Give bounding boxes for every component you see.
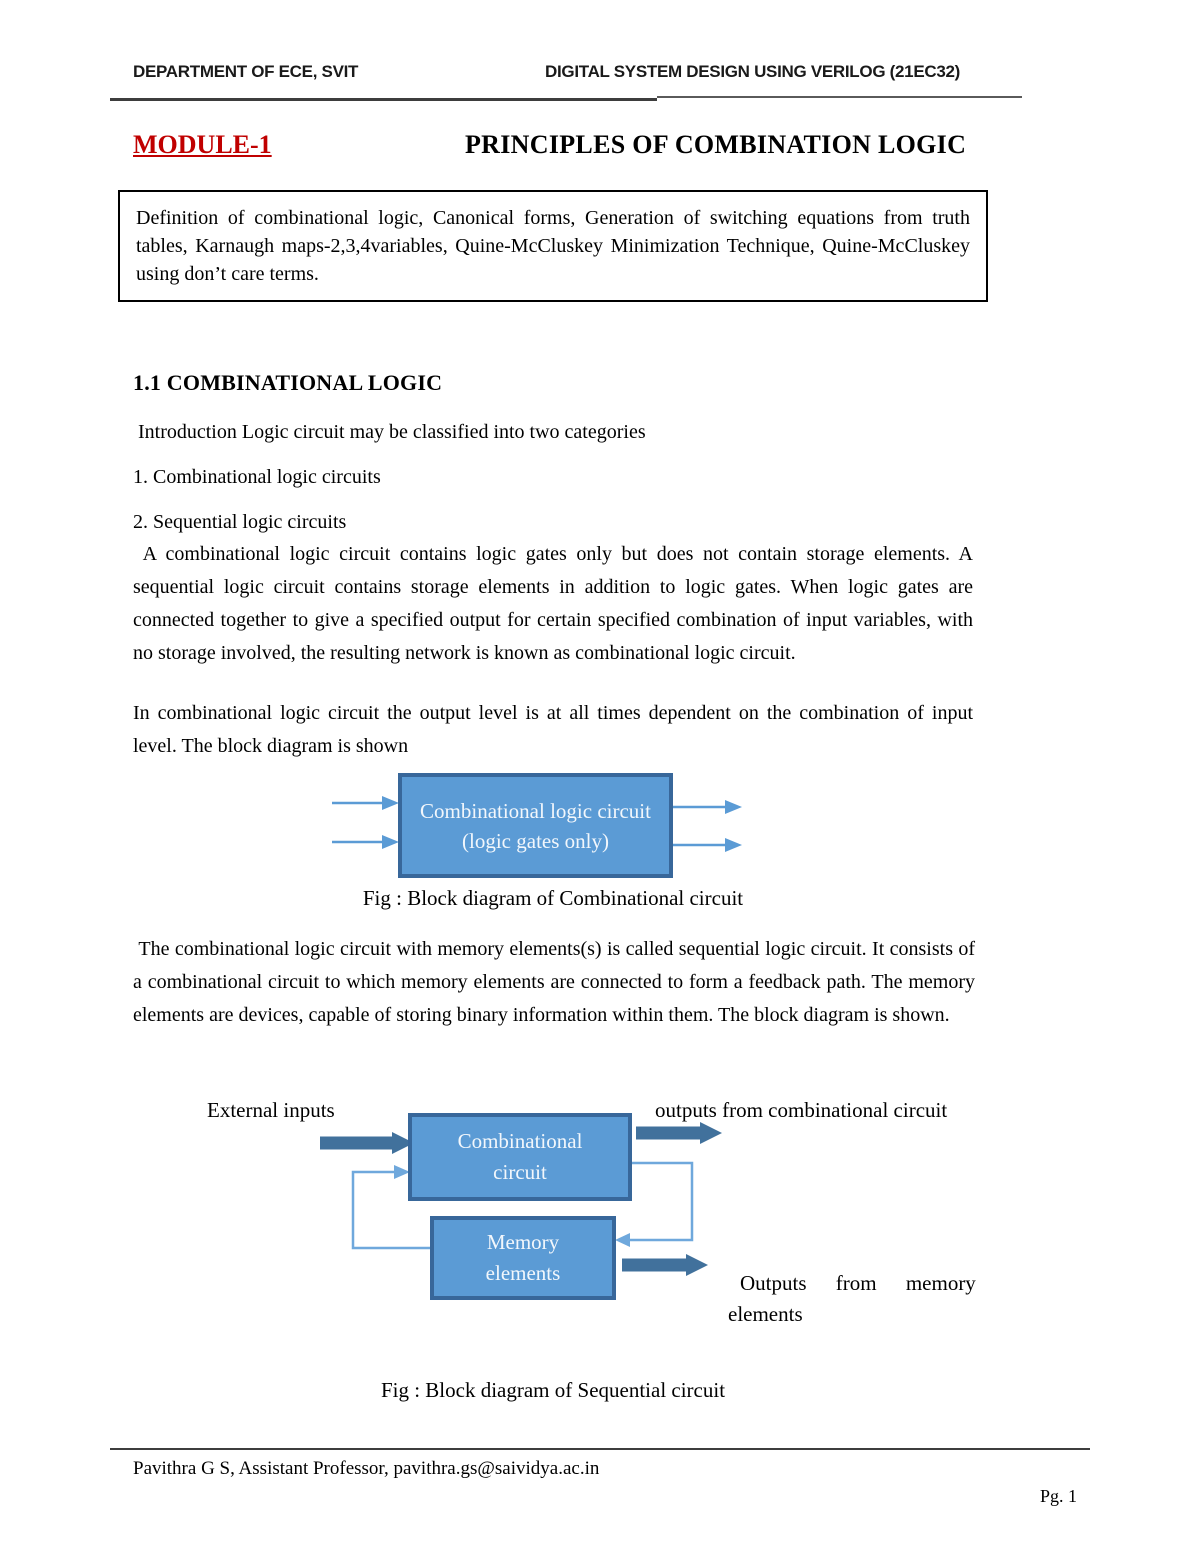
combinational-logic-block: Combinational logic circuit (logic gates… (398, 773, 673, 878)
comb-block-label-line1: Combinational (457, 1129, 583, 1153)
header-rule-right (657, 96, 1022, 98)
block-label-line2: (logic gates only) (462, 828, 609, 853)
comb-block-label-line2: circuit (493, 1160, 547, 1184)
footer-author: Pavithra G S, Assistant Professor, pavit… (133, 1458, 600, 1479)
section-heading: 1.1 COMBINATIONAL LOGIC (133, 370, 443, 395)
header-rule-left (110, 98, 657, 101)
header-department: DEPARTMENT OF ECE, SVIT (133, 62, 359, 81)
page-title: PRINCIPLES OF COMBINATION LOGIC (465, 130, 967, 159)
paragraph-sequential-definition: The combinational logic circuit with mem… (133, 938, 981, 1026)
list-item-combinational: 1. Combinational logic circuits (133, 466, 381, 488)
label-outputs-memory-line2: elements (728, 1302, 803, 1326)
label-outputs-memory-line1: Outputs from memory (740, 1271, 976, 1295)
input-arrow-1 (332, 796, 399, 810)
page-number: Pg. 1 (1039, 1486, 1077, 1506)
syllabus-text: Definition of combinational logic, Canon… (136, 207, 970, 285)
label-external-inputs: External inputs (207, 1098, 335, 1122)
combinational-output-thick-arrow (636, 1122, 722, 1144)
input-arrow-2 (332, 835, 399, 849)
mem-block-label-line2: elements (485, 1261, 561, 1285)
output-arrow-1 (673, 800, 742, 814)
external-input-thick-arrow (320, 1132, 414, 1154)
syllabus-box: Definition of combinational logic, Canon… (118, 190, 988, 302)
memory-output-thick-arrow (622, 1254, 708, 1276)
figure2-arrows (320, 1122, 722, 1276)
label-outputs-memory: Outputs from memory elements (728, 1268, 978, 1330)
block-label-line1: Combinational logic circuit (420, 798, 651, 823)
figure1-arrows (332, 796, 742, 852)
list-item-sequential: 2. Sequential logic circuits (133, 511, 347, 533)
memory-elements-block: Memory elements (430, 1216, 616, 1300)
feedback-line-right (615, 1161, 694, 1247)
figure2-caption: Fig : Block diagram of Sequential circui… (380, 1378, 726, 1402)
paragraph-combinational-definition: A combinational logic circuit contains l… (133, 543, 979, 664)
footer-rule (110, 1448, 1090, 1450)
output-arrow-2 (673, 838, 742, 852)
label-outputs-combinational: outputs from combinational circuit (655, 1098, 948, 1122)
combinational-circuit-block: Combinational circuit (408, 1113, 632, 1201)
figure1-caption: Fig : Block diagram of Combinational cir… (362, 886, 744, 910)
module-title: MODULE-1 (133, 130, 272, 159)
intro-text: Introduction Logic circuit may be classi… (133, 421, 646, 443)
feedback-line-left (351, 1165, 430, 1250)
header-course: DIGITAL SYSTEM DESIGN USING VERILOG (21E… (545, 62, 961, 81)
paragraph-block-diagram-intro: In combinational logic circuit the outpu… (133, 702, 978, 757)
mem-block-label-line1: Memory (486, 1230, 560, 1254)
